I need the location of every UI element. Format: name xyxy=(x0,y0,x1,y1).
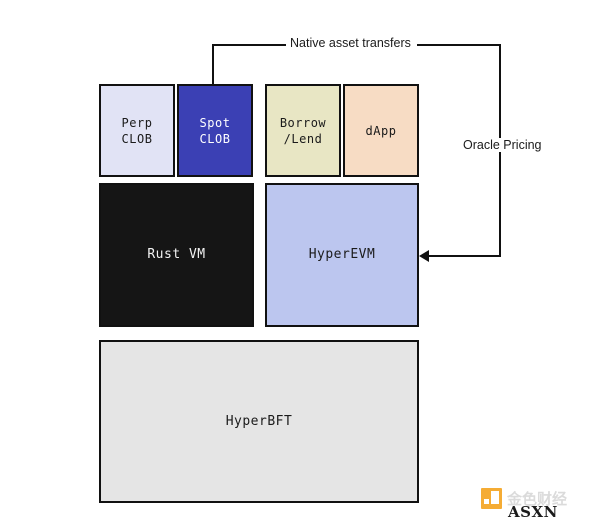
node-perp-clob[interactable]: Perp CLOB xyxy=(99,84,175,177)
jinse-logo-icon xyxy=(481,488,502,509)
watermark: 金色财经 xyxy=(481,488,567,509)
node-hyperbft[interactable]: HyperBFT xyxy=(99,340,419,503)
node-borrow-lend[interactable]: Borrow /Lend xyxy=(265,84,341,177)
node-rust-vm[interactable]: Rust VM xyxy=(99,183,254,327)
edge-label-oracle-pricing: Oracle Pricing xyxy=(459,138,546,152)
native-transfer-line-left-horizontal xyxy=(212,44,286,46)
node-dapp[interactable]: dApp xyxy=(343,84,419,177)
oracle-pricing-arrowhead-icon xyxy=(419,250,429,262)
node-hyperevm[interactable]: HyperEVM xyxy=(265,183,419,327)
watermark-brand-cn: 金色财经 xyxy=(507,490,568,508)
native-transfer-line-left-vertical xyxy=(212,44,214,84)
edge-label-native-asset-transfers: Native asset transfers xyxy=(286,36,415,50)
native-transfer-line-right-horizontal xyxy=(417,44,501,46)
watermark-brand-en: ASXN xyxy=(508,503,558,521)
node-spot-clob[interactable]: Spot CLOB xyxy=(177,84,253,177)
oracle-pricing-line-horizontal xyxy=(424,255,501,257)
